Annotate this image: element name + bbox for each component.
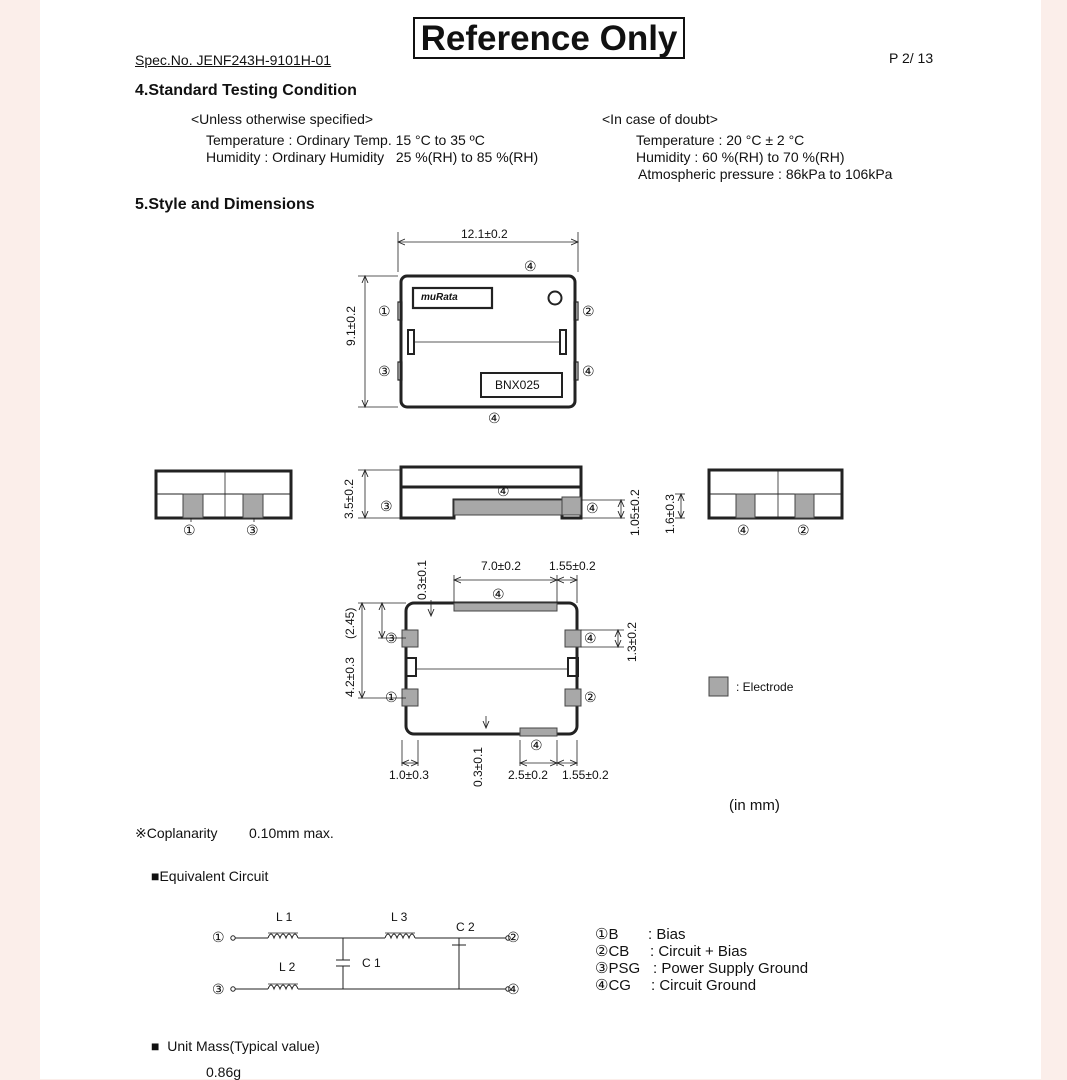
doubt-pressure: Atmospheric pressure : 86kPa to 106kPa: [638, 166, 893, 182]
end-view-terminal-1: ①: [183, 522, 196, 538]
bottom-terminal-4-bottom: ④: [530, 737, 543, 753]
dim-left-paren: (2.45): [343, 607, 357, 639]
unless-humidity: Humidity : Ordinary Humidity 25 %(RH) to…: [206, 149, 539, 165]
coplanarity-value: 0.10mm max.: [249, 825, 334, 841]
document-page: Spec.No. JENF243H-9101H-01 Reference Onl…: [40, 0, 1041, 1079]
spec-number: Spec.No. JENF243H-9101H-01: [135, 52, 332, 68]
terminal-desc-4: : Circuit Ground: [651, 977, 757, 994]
circuit-terminal-1: ①: [212, 929, 225, 945]
dim-top-width: 7.0±0.2: [481, 559, 521, 573]
bottom-terminal-4-right: ④: [584, 630, 597, 646]
bottom-terminal-1: ①: [385, 689, 398, 705]
dim-left-height: 4.2±0.3: [343, 657, 357, 697]
end-view-terminal-4: ④: [737, 522, 750, 538]
section-title-testing: 4.Standard Testing Condition: [135, 82, 357, 99]
unless-temperature: Temperature : Ordinary Temp. 15 °C to 35…: [206, 132, 485, 148]
side-terminal-4: ④: [586, 500, 599, 516]
electrode-swatch: [708, 676, 729, 697]
page-number: P 2/ 13: [889, 50, 934, 66]
label-L3: L 3: [391, 910, 408, 924]
dim-bottom-right: 1.55±0.2: [562, 768, 609, 782]
side-terminal-3: ③: [380, 498, 393, 514]
dim-electrode-height: 1.05±0.2: [628, 489, 642, 536]
electrode-legend-label: : Electrode: [736, 680, 794, 694]
left-end-view: [154, 469, 293, 522]
section-title-style: 5.Style and Dimensions: [135, 196, 315, 213]
terminal-2-label: ②: [582, 303, 595, 319]
top-view: [358, 232, 578, 409]
terminal-4-top: ④: [524, 258, 537, 274]
terminal-code-1: ①B: [595, 926, 619, 943]
end-view-terminal-3: ③: [246, 522, 259, 538]
dim-bottom-gap: 0.3±0.1: [471, 747, 485, 787]
dim-bottom-left: 1.0±0.3: [389, 768, 429, 782]
circuit-terminal-4: ④: [507, 981, 520, 997]
dim-bottom-width: 2.5±0.2: [508, 768, 548, 782]
bottom-view: [358, 575, 624, 766]
circuit-title: ■Equivalent Circuit: [151, 868, 269, 884]
dim-width: 12.1±0.2: [461, 227, 508, 241]
unless-label: <Unless otherwise specified>: [191, 111, 374, 127]
doubt-humidity: Humidity : 60 %(RH) to 70 %(RH): [636, 149, 845, 165]
label-C2: C 2: [456, 920, 475, 934]
unit-note: (in mm): [729, 797, 780, 814]
end-view-terminal-2: ②: [797, 522, 810, 538]
terminal-code-2: ②CB: [595, 943, 630, 960]
terminal-code-3: ③PSG: [595, 960, 641, 977]
label-L2: L 2: [279, 960, 296, 974]
circuit-terminal-3: ③: [212, 981, 225, 997]
dim-right-height: 1.3±0.2: [625, 622, 639, 662]
murata-logo: muRata: [421, 292, 458, 303]
dim-standoff: 1.6±0.3: [663, 494, 677, 534]
dim-height: 9.1±0.2: [344, 306, 358, 346]
bottom-terminal-4-top: ④: [492, 586, 505, 602]
terminal-3-label: ③: [378, 363, 391, 379]
bottom-terminal-2: ②: [584, 689, 597, 705]
terminal-1-label: ①: [378, 303, 391, 319]
bottom-terminal-3: ③: [385, 630, 398, 646]
label-C1: C 1: [362, 956, 381, 970]
doubt-temperature: Temperature : 20 °C ± 2 °C: [636, 132, 805, 148]
dim-thickness: 3.5±0.2: [342, 479, 356, 519]
coplanarity-label: ※Coplanarity: [135, 825, 218, 841]
terminal-code-4: ④CG: [595, 977, 631, 994]
part-marking: BNX025: [495, 378, 540, 392]
terminal-desc-2: : Circuit + Bias: [650, 943, 748, 960]
side-terminal-4-top: ④: [497, 483, 510, 499]
terminal-desc-1: : Bias: [648, 926, 686, 943]
unit-mass-value: 0.86g: [206, 1064, 242, 1080]
circuit-terminal-2: ②: [507, 929, 520, 945]
doubt-label: <In case of doubt>: [602, 111, 718, 127]
unit-mass-title: ■ Unit Mass(Typical value): [151, 1038, 320, 1054]
terminal-desc-3: : Power Supply Ground: [653, 960, 809, 977]
dim-top-right: 1.55±0.2: [549, 559, 596, 573]
dim-top-gap: 0.3±0.1: [415, 560, 429, 600]
terminal-4-right: ④: [582, 363, 595, 379]
label-L1: L 1: [276, 910, 293, 924]
terminal-4-bottom: ④: [488, 410, 501, 426]
right-end-view: [707, 468, 844, 520]
reference-only-stamp: Reference Only: [413, 17, 685, 59]
dimension-drawing: [154, 232, 844, 992]
